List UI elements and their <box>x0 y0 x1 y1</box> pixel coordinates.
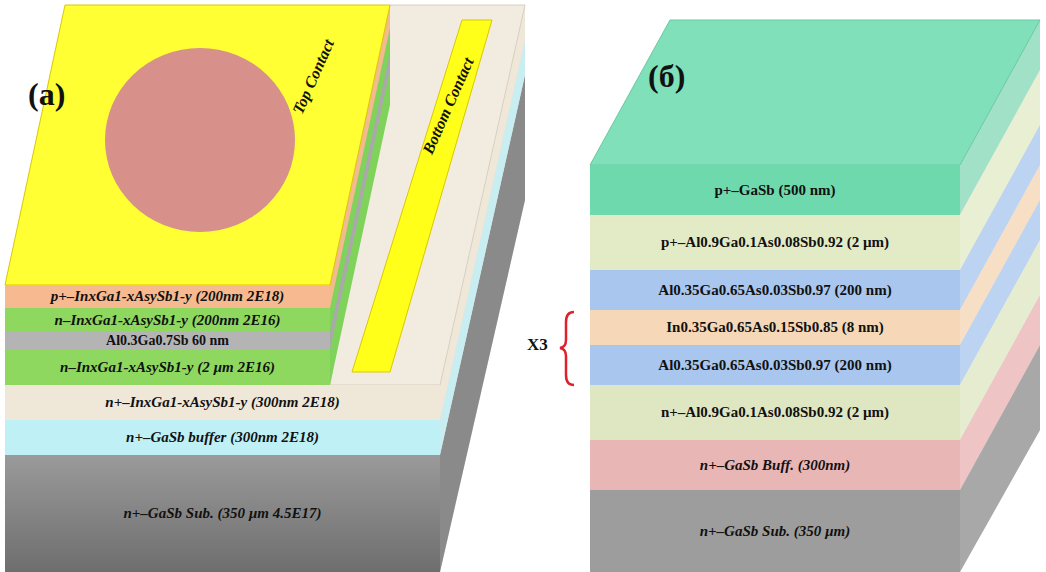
layer-band: n+–GaSb Sub. (350 µm 4.5E17) <box>5 455 440 572</box>
layer-label: n–InxGa1-xAsySb1-y (200nm 2E16) <box>55 312 281 329</box>
repeat-count: X3 <box>527 336 548 353</box>
layer-band: n+–Al0.9Ga0.1As0.08Sb0.92 (2 µm) <box>590 385 960 440</box>
layer-label: In0.35Ga0.65As0.15Sb0.85 (8 nm) <box>666 319 884 336</box>
layer-label: n+–GaSb Sub. (350 µm 4.5E17) <box>123 505 321 522</box>
layer-label: Al0.35Ga0.65As0.03Sb0.97 (200 nm) <box>658 282 891 299</box>
layer-band: Al0.35Ga0.65As0.03Sb0.97 (200 nm) <box>590 345 960 385</box>
layer-band: n+–GaSb Sub. (350 µm) <box>590 490 960 572</box>
repeat-bracket <box>560 312 574 385</box>
layer-label: Al0.35Ga0.65As0.03Sb0.97 (200 nm) <box>658 357 891 374</box>
substrate-front <box>5 455 440 572</box>
panel-letter: (a) <box>28 78 65 110</box>
layer-label: Al0.3Ga0.7Sb 60 nm <box>106 333 229 348</box>
layer-band: n+–GaSb Buff. (300nm) <box>590 440 960 490</box>
layer-band: p+–InxGa1-xAsySb1-y (200nm 2E18) <box>5 285 330 308</box>
panel-letter: (б) <box>648 60 685 92</box>
layer-band: n–InxGa1-xAsySb1-y (2 µm 2E16) <box>5 350 330 385</box>
layer-label: n+–GaSb Buff. (300nm) <box>700 457 850 474</box>
side-stripe <box>960 345 1040 572</box>
stack-top-face <box>590 20 1040 165</box>
layer-label: n–InxGa1-xAsySb1-y (2 µm 2E16) <box>60 359 275 376</box>
top-contact-face <box>5 5 390 285</box>
layer-band: n+–InxGa1-xAsySb1-y (300nm 2E18) <box>5 385 440 420</box>
layer-band: In0.35Ga0.65As0.15Sb0.85 (8 nm) <box>590 310 960 345</box>
layer-band: p+–Al0.9Ga0.1As0.08Sb0.92 (2 µm) <box>590 215 960 270</box>
contact-window <box>105 48 295 232</box>
layer-band: p+–GaSb (500 nm) <box>590 165 960 215</box>
layer-band: Al0.3Ga0.7Sb 60 nm <box>5 332 330 350</box>
layer-label: n+–InxGa1-xAsySb1-y (300nm 2E18) <box>105 394 339 411</box>
layer-band: n+–GaSb buffer (300nm 2E18) <box>5 420 440 455</box>
layer-band: n–InxGa1-xAsySb1-y (200nm 2E16) <box>5 308 330 332</box>
layer-label: p+–Al0.9Ga0.1As0.08Sb0.92 (2 µm) <box>661 234 889 251</box>
layer-band: Al0.35Ga0.65As0.03Sb0.97 (200 nm) <box>590 270 960 310</box>
layer-label: p+–GaSb (500 nm) <box>714 182 835 199</box>
layer-label: p+–InxGa1-xAsySb1-y (200nm 2E18) <box>51 288 285 305</box>
layer-label: n+–GaSb Sub. (350 µm) <box>700 523 851 540</box>
layer-label: n+–Al0.9Ga0.1As0.08Sb0.92 (2 µm) <box>661 404 889 421</box>
layer-label: n+–GaSb buffer (300nm 2E18) <box>126 429 319 446</box>
